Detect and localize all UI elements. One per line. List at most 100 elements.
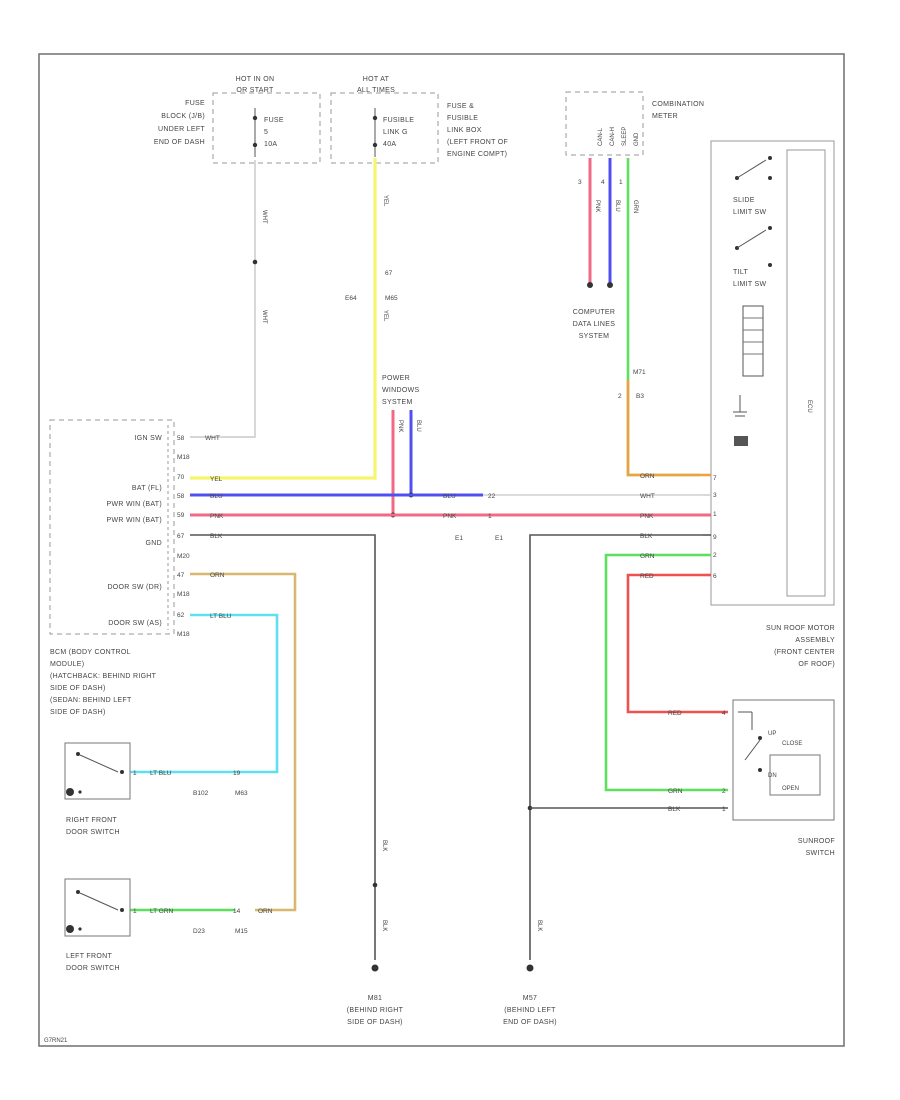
- switch-pos-up: UP: [768, 731, 776, 737]
- sunroof-motor-icon: [742, 305, 764, 377]
- meter-connector-a: 2: [618, 393, 622, 400]
- bcm-pin-58: 58: [177, 435, 185, 442]
- bcm-pin-m20: M20: [177, 553, 190, 560]
- fuse-rating: 10A: [264, 141, 277, 148]
- wire-label-motor-red: RED: [640, 573, 654, 580]
- sunroof-motor-assembly: ECU SLIDE LIMIT SW TILT LIMIT SW: [710, 140, 835, 668]
- bcm-label-6: SIDE OF DASH): [50, 709, 106, 716]
- wire-switch-grn: GRN GRN: [604, 553, 728, 795]
- motor-pin-3: 3: [713, 492, 717, 499]
- motor-pin-1: 1: [713, 511, 717, 518]
- left-door-pin: 1: [133, 908, 137, 915]
- fuse-location-3: UNDER LEFT: [158, 126, 205, 133]
- wire-label-motor-pnk: PNK: [640, 513, 654, 520]
- mid-connector-e1b: E1: [495, 535, 503, 542]
- wire-label-meter-pnk: PNK: [594, 200, 600, 212]
- diagram-border: [38, 53, 845, 1047]
- wire-label-motor-wht: WHT: [640, 493, 655, 500]
- mid-connector-pin-1: 1: [488, 513, 492, 520]
- motor-pin-2: 2: [713, 552, 717, 559]
- ground-left: M81 (BEHIND RIGHT SIDE OF DASH): [347, 995, 404, 1026]
- wire-door-as-ltblu: LT BLU LT BLU 19 B102 M63: [130, 613, 279, 797]
- switch-pos-close: CLOSE: [782, 741, 802, 747]
- motor-pin-9: 9: [713, 534, 717, 541]
- right-door-conn-b: M63: [235, 790, 248, 797]
- wire-label-bcm-yel: YEL: [210, 476, 223, 483]
- sunroof-switch-label-2: SWITCH: [806, 850, 835, 857]
- wire-label-gnd-left-blk-2: BLK: [381, 920, 387, 931]
- sunroof-switch-pin-1: 1: [722, 806, 726, 813]
- wire-pwr-pnk: PNK PNK 1 PNK E1 E1: [190, 513, 703, 542]
- motor-hall-sensor-icon: [734, 436, 748, 446]
- wire-switch-blk: BLK: [530, 806, 728, 813]
- bcm-label-3: (HATCHBACK: BEHIND RIGHT: [50, 673, 157, 680]
- fusible-link-symbol-icon: [372, 108, 378, 157]
- fusible-link-rating: 40A: [383, 141, 396, 148]
- bcm-row-gnd: GND: [146, 540, 162, 547]
- power-windows-label-2: WINDOWS: [382, 387, 420, 394]
- wire-label-door-left-ltgrn: LT GRN: [150, 908, 174, 915]
- wire-motor-orn: [626, 380, 703, 477]
- wire-label-bcm-blu: BLU: [210, 493, 223, 500]
- sunroof-motor-label-2: ASSEMBLY: [795, 637, 835, 644]
- sunroof-switch-pin-4: 4: [722, 710, 726, 717]
- bcm-pin-m18a: M18: [177, 454, 190, 461]
- meter-connector-b: B3: [636, 393, 644, 400]
- sunroof-motor-label-4: OF ROOF): [798, 661, 835, 668]
- fusible-location-3: LINK BOX: [447, 127, 482, 134]
- wire-label-motor-orn: ORN: [640, 473, 655, 480]
- bcm-row-pwr-win-1: PWR WIN (BAT): [107, 501, 162, 508]
- bcm-row-pwr-win-2: PWR WIN (BAT): [107, 517, 162, 524]
- meter-pin-3: 3: [578, 179, 582, 186]
- left-door-label-1: LEFT FRONT: [66, 953, 112, 960]
- sunroof-switch-pin-2: 2: [722, 788, 726, 795]
- wire-bat-yel: YEL YEL 67 E64 M65 YEL: [190, 158, 398, 483]
- slide-limit-switch-icon: [735, 156, 772, 180]
- wire-switch-red: RED RED: [626, 573, 728, 717]
- ground-left-desc-1: (BEHIND RIGHT: [347, 1007, 404, 1014]
- tilt-limit-switch-icon: [735, 226, 772, 267]
- meter-pin-name-2: CAN-H: [610, 127, 616, 146]
- sunroof-motor-pins: 7 3 1 9 2 6: [713, 475, 717, 580]
- motor-connector-marks: [703, 473, 711, 577]
- left-door-label-2: DOOR SWITCH: [66, 965, 120, 972]
- wire-door-dr-orn: ORN ORN: [190, 572, 297, 915]
- slide-limit-label-1: SLIDE: [733, 197, 755, 204]
- wire-label-link-yel: YEL: [382, 195, 388, 207]
- fuse-number: 5: [264, 129, 268, 136]
- left-door-conn-a: D23: [193, 928, 205, 935]
- wire-label-motor-grn: GRN: [640, 553, 655, 560]
- switch-pos-dn: DN: [768, 773, 777, 779]
- wire-label-mid-blu: BLU: [443, 493, 456, 500]
- wire-label-meter-grn: GRN: [632, 200, 638, 213]
- wire-label-bcm-ltblu: LT BLU: [210, 613, 232, 620]
- power-windows-block: POWER WINDOWS SYSTEM PNK BLU: [382, 375, 421, 518]
- connector-m65: M65: [385, 295, 398, 302]
- computer-data-label-3: SYSTEM: [579, 333, 610, 340]
- left-front-door-switch: 1 LEFT FRONT DOOR SWITCH: [64, 878, 137, 972]
- power-windows-label-3: SYSTEM: [382, 399, 413, 406]
- computer-data-label-1: COMPUTER: [573, 309, 615, 316]
- motor-pin-6: 6: [713, 573, 717, 580]
- wire-label-pw-pnk: PNK: [397, 420, 403, 432]
- wire-motor-gnd-blk: BLK BLK: [526, 533, 703, 972]
- tilt-limit-label-1: TILT: [733, 269, 748, 276]
- left-door-conn-b: M15: [235, 928, 248, 935]
- power-windows-label-1: POWER: [382, 375, 410, 382]
- bcm-row-door-sw-as: DOOR SW (AS): [108, 620, 162, 627]
- slide-limit-label-2: LIMIT SW: [733, 209, 766, 216]
- ground-right-desc-1: (BEHIND LEFT: [504, 1007, 556, 1014]
- bcm-pin-47: 47: [177, 572, 185, 579]
- fusible-location-2: FUSIBLE: [447, 115, 478, 122]
- sunroof-switch-icon: [738, 711, 821, 796]
- right-door-conn-pin: 19: [233, 770, 241, 777]
- wire-label-bcm-wht: WHT: [205, 435, 220, 442]
- right-front-door-switch: 1 RIGHT FRONT DOOR SWITCH: [64, 742, 137, 836]
- bcm-label-2: MODULE): [50, 661, 84, 668]
- wire-bat-blu: BLU BLU 22 WHT: [190, 493, 703, 500]
- combination-meter: COMBINATION METER CAN-L CAN-H SLEEP GND …: [565, 91, 704, 340]
- sunroof-ecu-label: ECU: [806, 400, 812, 413]
- ground-right: M57 (BEHIND LEFT END OF DASH): [503, 995, 556, 1026]
- bcm-row-door-sw-dr: DOOR SW (DR): [107, 584, 162, 591]
- ground-symbol-icon: [733, 395, 747, 417]
